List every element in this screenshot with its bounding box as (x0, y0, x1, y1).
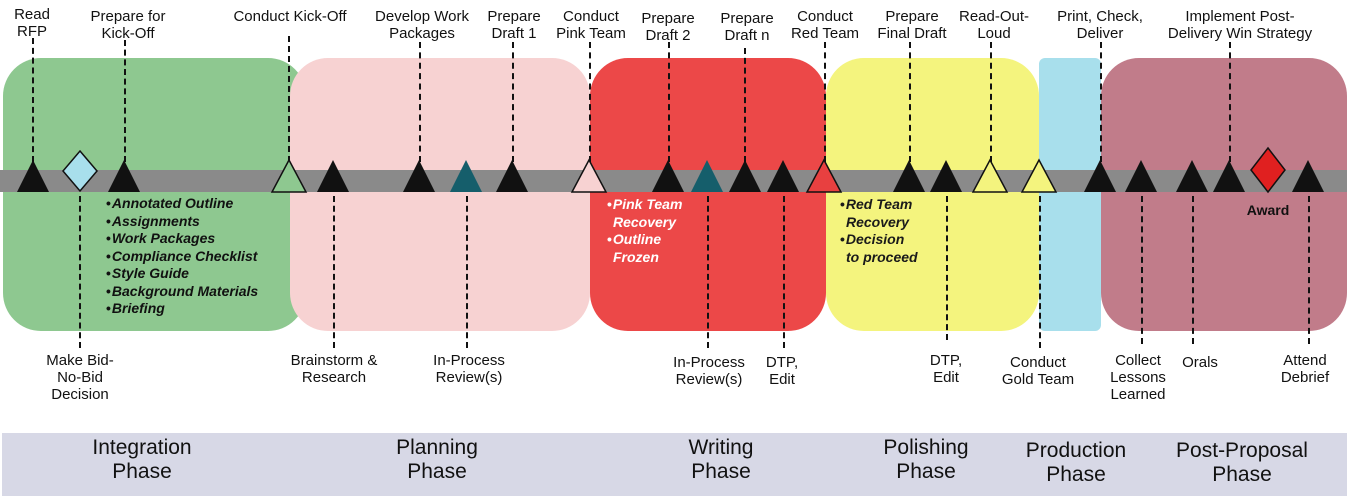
note-item: Assignments (106, 213, 258, 231)
connector-red-team (824, 42, 826, 162)
pink-team-marker (570, 158, 608, 193)
polishing-notes: Red TeamRecoveryDecisionto proceed (840, 196, 918, 266)
label-brainstorm-research: Brainstorm &Research (290, 352, 378, 386)
connector-lessons (1141, 196, 1143, 344)
red-team-marker (805, 158, 843, 193)
connector-bid-decision (79, 196, 81, 348)
production-phase-box (1039, 58, 1101, 331)
award-label: Award (1246, 202, 1290, 218)
label-print-check-deliver: Print, Check,Deliver (1057, 8, 1143, 42)
label-orals: Orals (1182, 354, 1218, 371)
connector-win-strategy (1229, 42, 1231, 162)
milestone-orals-marker (1176, 160, 1208, 192)
milestone-prepare-kickoff-marker (108, 160, 140, 192)
connector-work-packages (419, 42, 421, 162)
connector-gold-team (1039, 196, 1041, 348)
connector-orals (1192, 196, 1194, 344)
connector-draft-1 (512, 42, 514, 162)
connector-conduct-kickoff (288, 36, 290, 162)
post-proposal-phase-box (1101, 58, 1347, 331)
label-read-out-loud: Read-Out-Loud (958, 8, 1030, 42)
milestone-brainstorm-marker (317, 160, 349, 192)
label-dtp-edit-polishing: DTP,Edit (929, 352, 963, 386)
milestone-debrief-marker (1292, 160, 1324, 192)
milestone-win-strategy-marker (1213, 160, 1245, 192)
read-out-loud-marker (971, 158, 1009, 193)
milestone-read-rfp-marker (17, 160, 49, 192)
connector-dtp-polishing (946, 196, 948, 340)
note-item: Background Materials (106, 283, 258, 301)
connector-brainstorm (333, 196, 335, 348)
label-conduct-kickoff: Conduct Kick-Off (233, 8, 347, 25)
label-win-strategy: Implement Post-Delivery Win Strategy (1167, 8, 1313, 42)
connector-review-writing (707, 196, 709, 348)
connector-review-planning (466, 196, 468, 348)
connector-prepare-kickoff (124, 40, 126, 162)
label-dtp-edit-writing: DTP,Edit (765, 354, 799, 388)
milestone-dtp-writing-marker (767, 160, 799, 192)
kickoff-marker (270, 158, 308, 193)
bid-decision-diamond (62, 149, 98, 193)
note-item: Annotated Outline (106, 195, 258, 213)
phase-name-band (2, 433, 1347, 496)
writing-notes: Pink TeamRecoveryOutlineFrozen (607, 196, 683, 266)
connector-read-out-loud (990, 42, 992, 162)
planning-phase-box (290, 58, 590, 331)
milestone-lessons-marker (1125, 160, 1157, 192)
connector-draft-2 (668, 42, 670, 162)
review-writing-marker (691, 160, 723, 192)
milestone-deliver-marker (1084, 160, 1116, 192)
connector-draft-n (744, 48, 746, 162)
gold-team-marker (1020, 158, 1058, 193)
connector-dtp-writing (783, 196, 785, 348)
connector-final-draft (909, 42, 911, 162)
milestone-draft-1-marker (496, 160, 528, 192)
review-planning-marker (450, 160, 482, 192)
milestone-draft-n-marker (729, 160, 761, 192)
milestone-work-packages-marker (403, 160, 435, 192)
award-diamond (1250, 146, 1286, 194)
connector-read-rfp (32, 38, 34, 162)
polishing-phase-box (826, 58, 1039, 331)
connector-pink-team (589, 42, 591, 162)
connector-print-check (1100, 42, 1102, 162)
note-item: Style Guide (106, 265, 258, 283)
milestone-dtp-polishing-marker (930, 160, 962, 192)
note-item: Work Packages (106, 230, 258, 248)
connector-debrief (1308, 196, 1310, 344)
milestone-final-draft-marker (893, 160, 925, 192)
note-item: Compliance Checklist (106, 248, 258, 266)
milestone-draft-2-marker (652, 160, 684, 192)
integration-notes: Annotated OutlineAssignmentsWork Package… (106, 195, 258, 318)
note-item: Briefing (106, 300, 258, 318)
